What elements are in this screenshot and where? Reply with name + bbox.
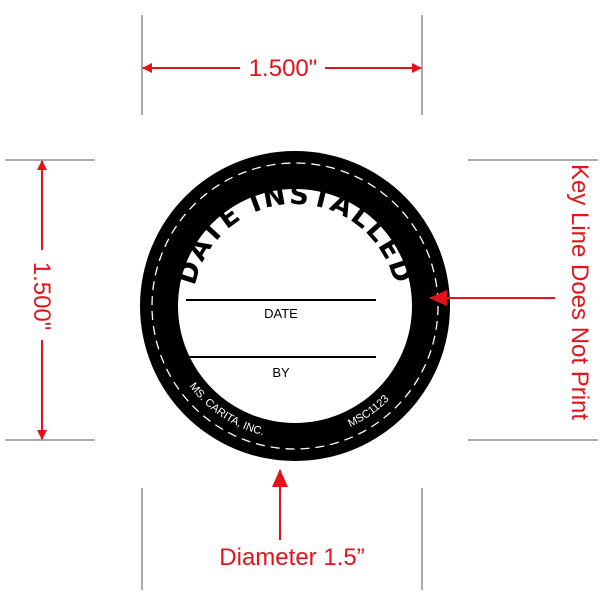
width-dimension: 1.500" <box>142 55 422 82</box>
by-field-label: BY <box>272 365 290 380</box>
keyline-callout: Key Line Does Not Print <box>429 164 593 420</box>
height-dimension: 1.500" <box>28 160 55 440</box>
diameter-callout: Diameter 1.5” <box>219 469 365 571</box>
keyline-note: Key Line Does Not Print <box>566 164 593 420</box>
keyline <box>151 162 439 450</box>
width-label: 1.500" <box>249 55 318 82</box>
label-face <box>178 189 412 423</box>
height-label: 1.500" <box>28 262 55 331</box>
round-label: DATE INSTALLED DATE BY MS. CARITA, INC. … <box>140 151 450 461</box>
extension-lines <box>5 15 598 590</box>
date-field-label: DATE <box>264 306 298 321</box>
diameter-label: Diameter 1.5” <box>219 544 364 571</box>
